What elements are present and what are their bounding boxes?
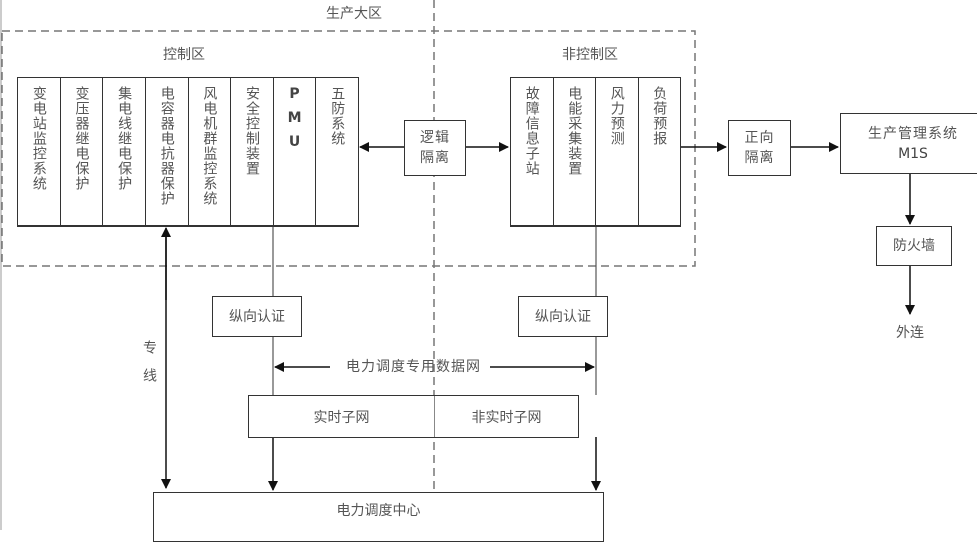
firewall-label: 防火墙 — [893, 238, 935, 254]
non-control-system-label: 风力预测 — [608, 86, 625, 146]
vertical-auth-left-label: 纵向认证 — [229, 308, 285, 325]
mis-title: 生产管理系统 — [868, 125, 958, 142]
control-systems-table: 变电站监控系统 变压器继电保护 集电线继电保护 电容器电抗器保护 风电机群监控系… — [17, 77, 359, 227]
control-system-label: 五防系统 — [329, 86, 346, 146]
logical-isolation-label: 逻辑隔离 — [420, 130, 450, 166]
mis-box: 生产管理系统 M1S — [840, 113, 977, 174]
subnet-box: 实时子网 非实时子网 — [248, 395, 579, 438]
control-system-cell: 安全控制装置 — [231, 78, 274, 225]
mis-subtitle: M1S — [898, 145, 928, 162]
control-system-cell: 集电线继电保护 — [103, 78, 146, 225]
vertical-auth-right-box: 纵向认证 — [518, 296, 608, 337]
control-system-label: 集电线继电保护 — [116, 86, 133, 191]
control-system-label: 风电机群监控系统 — [201, 86, 218, 206]
non-control-system-cell: 负荷预报 — [639, 78, 681, 225]
non-realtime-subnet: 非实时子网 — [471, 409, 542, 426]
forward-isolation-box: 正向隔离 — [728, 120, 791, 176]
control-system-label: 安全控制装置 — [243, 86, 260, 176]
non-control-system-label: 负荷预报 — [651, 86, 668, 146]
non-control-system-label: 电能采集装置 — [566, 86, 583, 176]
non-control-systems-table: 故障信息子站 电能采集装置 风力预测 负荷预报 — [510, 77, 681, 227]
data-network-label: 电力调度专用数据网 — [346, 359, 481, 375]
vertical-auth-left-box: 纵向认证 — [212, 296, 302, 337]
forward-isolation-label: 正向隔离 — [744, 130, 775, 166]
dispatch-center-box: 电力调度中心 — [153, 492, 604, 542]
control-system-cell: PMU — [274, 78, 317, 225]
control-system-label: 变压器继电保护 — [73, 86, 90, 191]
control-system-label: 变电站监控系统 — [30, 86, 47, 191]
control-system-cell: 五防系统 — [316, 78, 358, 225]
non-control-system-cell: 故障信息子站 — [511, 78, 554, 225]
non-control-system-cell: 风力预测 — [596, 78, 639, 225]
control-system-cell: 风电机群监控系统 — [189, 78, 232, 225]
realtime-subnet: 实时子网 — [249, 396, 435, 437]
non-control-zone-label: 非控制区 — [562, 47, 618, 63]
control-zone-label: 控制区 — [163, 47, 205, 63]
control-system-label: 电容器电抗器保护 — [158, 86, 175, 206]
dispatch-center-label: 电力调度中心 — [336, 503, 421, 519]
control-zone-border — [1, 30, 696, 267]
production-zone-label: 生产大区 — [326, 6, 382, 22]
dedicated-line-label: 专线 — [141, 340, 157, 396]
non-control-system-cell: 电能采集装置 — [554, 78, 596, 225]
logical-isolation-box: 逻辑隔离 — [404, 120, 466, 176]
control-system-cell: 电容器电抗器保护 — [146, 78, 189, 225]
firewall-box: 防火墙 — [876, 226, 952, 266]
vertical-auth-right-label: 纵向认证 — [535, 308, 591, 325]
control-system-cell: 变电站监控系统 — [18, 78, 61, 225]
non-control-system-label: 故障信息子站 — [523, 86, 540, 176]
control-system-cell: 变压器继电保护 — [61, 78, 104, 225]
external-label: 外连 — [896, 325, 924, 341]
control-system-label: PMU — [286, 86, 303, 158]
